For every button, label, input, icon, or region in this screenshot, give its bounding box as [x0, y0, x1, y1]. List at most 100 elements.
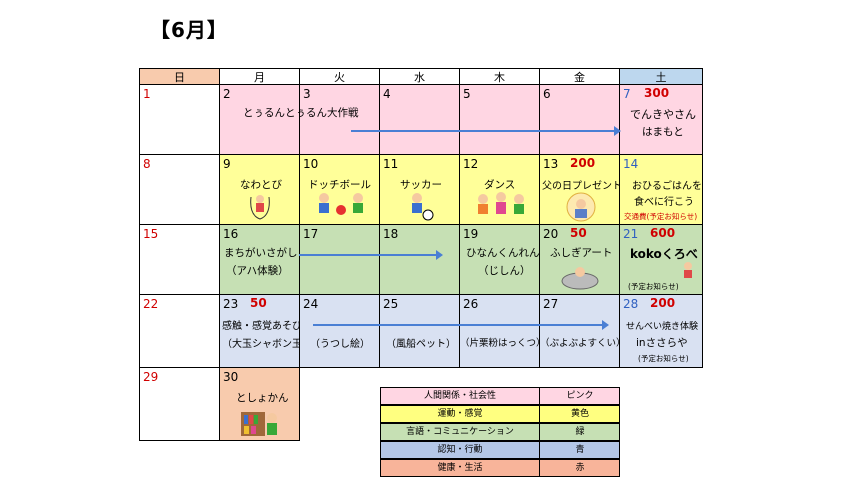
day-number: 16 — [223, 227, 239, 241]
day-number: 23 — [223, 297, 239, 311]
day-cell-25: 25 （風船ペット） — [379, 294, 460, 368]
legend-table: 人間関係・社会性 ピンク 運動・感覚 黄色 言語・コミュニケーション 緑 認知・… — [380, 387, 620, 479]
event-label: inささらや — [636, 337, 688, 349]
legend-row: 運動・感覚 黄色 — [380, 405, 620, 423]
event-label: でんきやさん — [630, 108, 696, 121]
day-cell-22: 22 — [139, 294, 220, 368]
legend-row: 言語・コミュニケーション 緑 — [380, 423, 620, 441]
event-label: サッカー — [400, 179, 442, 191]
event-label: なわとび — [240, 179, 282, 191]
legend-color: 青 — [539, 442, 620, 458]
event-label: ひなんくんれん — [466, 247, 540, 259]
note-label: (予定お知らせ) — [638, 354, 689, 363]
day-number: 12 — [463, 157, 479, 171]
event-label: としょかん — [236, 392, 289, 404]
day-cell-26: 26 （片栗粉はっくつ） — [459, 294, 546, 368]
day-number: 5 — [463, 87, 471, 101]
legend-category: 健康・生活 — [437, 463, 483, 473]
day-number: 9 — [223, 157, 231, 171]
day-number: 15 — [143, 227, 159, 241]
points-label: 200 — [570, 156, 596, 170]
day-cell-28: 28 200 せんべい焼き体験 inささらや (予定お知らせ) — [619, 294, 703, 368]
note-label: (予定お知らせ) — [628, 282, 679, 291]
weekday-header-mon: 月 — [219, 68, 300, 85]
event-label: 感触・感覚あそび — [222, 321, 302, 332]
kid-playing-icon — [684, 262, 692, 278]
event-label: （うつし絵） — [310, 339, 370, 350]
legend-color: 黄色 — [539, 406, 620, 422]
event-label: まちがいさがし — [224, 247, 298, 259]
event-label: 父の日プレゼント — [542, 181, 622, 192]
day-cell-13: 13 200 父の日プレゼント — [539, 154, 622, 225]
legend-category: 運動・感覚 — [437, 409, 483, 419]
event-label: （アハ体験） — [226, 265, 289, 277]
day-cell-20: 20 50 ふしぎアート — [539, 224, 620, 295]
event-label: ダンス — [484, 179, 516, 191]
event-label: （風船ペット） — [386, 339, 456, 350]
day-cell-16: 16 まちがいさがし （アハ体験） — [219, 224, 300, 295]
event-label: せんべい焼き体験 — [626, 322, 699, 332]
day-cell-14: 14 おひるごはんを 食べに行こう 交通費(予定お知らせ) — [619, 154, 703, 225]
event-label: おひるごはんを — [632, 181, 702, 192]
event-label: （大玉シャボン玉） — [222, 339, 312, 350]
day-number: 3 — [303, 87, 311, 101]
weekday-header-fri: 金 — [539, 68, 620, 85]
points-label: 50 — [570, 226, 587, 240]
day-number: 10 — [303, 157, 319, 171]
day-number: 8 — [143, 157, 151, 171]
day-number: 26 — [463, 297, 479, 311]
weekday-header-tue: 火 — [299, 68, 380, 85]
event-label: kokoくろべ — [630, 247, 698, 261]
legend-color: 緑 — [539, 424, 620, 440]
event-label: 食べに行こう — [634, 197, 694, 208]
day-cell-17: 17 — [299, 224, 380, 295]
event-label: ふしぎアート — [550, 247, 613, 259]
day-cell-27: 27 （ぷよぷよすくい） — [539, 294, 626, 368]
day-cell-2: 2 — [219, 84, 300, 155]
day-number: 28 — [623, 297, 639, 311]
day-number: 2 — [223, 87, 231, 101]
day-cell-21: 21 600 kokoくろべ (予定お知らせ) — [619, 224, 703, 295]
day-cell-19: 19 ひなんくんれん （じしん） — [459, 224, 540, 295]
note-label: 交通費(予定お知らせ) — [624, 212, 698, 221]
jump-rope-icon — [250, 195, 270, 220]
weekday-header-sat: 土 — [619, 68, 703, 85]
arrow-icon — [313, 320, 609, 330]
dodgeball-icon — [319, 193, 363, 215]
page-title: 【6月】 — [150, 18, 228, 42]
legend-color: 赤 — [539, 460, 620, 476]
points-label: 50 — [250, 296, 267, 310]
day-number: 22 — [143, 297, 159, 311]
legend-category: 人間関係・社会性 — [423, 391, 496, 401]
day-cell-18: 18 — [379, 224, 460, 295]
day-cell-11: 11 サッカー — [379, 154, 460, 225]
weekday-header-thu: 木 — [459, 68, 540, 85]
day-cell-3: 3 — [299, 84, 380, 155]
legend-row: 認知・行動 青 — [380, 441, 620, 459]
day-cell-9: 9 なわとび — [219, 154, 300, 225]
art-tray-icon — [561, 267, 599, 290]
day-number: 21 — [623, 227, 639, 241]
day-number: 25 — [383, 297, 399, 311]
calendar-grid: 日 月 火 水 木 金 土 1 2 3 4 5 6 7 300 でんきやさん は… — [139, 68, 703, 441]
day-number: 24 — [303, 297, 319, 311]
fathers-day-gift-icon — [566, 192, 596, 222]
day-number: 29 — [143, 370, 159, 384]
legend-category: 認知・行動 — [437, 445, 483, 455]
day-cell-23: 23 50 感触・感覚あそび （大玉シャボン玉） — [219, 294, 312, 368]
day-cell-4: 4 — [379, 84, 460, 155]
legend-color: ピンク — [539, 388, 620, 404]
day-cell-6: 6 — [539, 84, 620, 155]
legend-row: 人間関係・社会性 ピンク — [380, 387, 620, 405]
day-number: 30 — [223, 370, 239, 384]
day-number: 4 — [383, 87, 391, 101]
legend-category: 言語・コミュニケーション — [406, 427, 514, 437]
day-cell-12: 12 ダンス — [459, 154, 540, 225]
day-number: 1 — [143, 87, 151, 101]
day-number: 27 — [543, 297, 559, 311]
weekday-header-sun: 日 — [139, 68, 220, 85]
soccer-icon — [412, 193, 434, 221]
event-label: （片栗粉はっくつ） — [460, 338, 546, 349]
day-cell-1: 1 — [139, 84, 220, 155]
points-label: 200 — [650, 296, 676, 310]
